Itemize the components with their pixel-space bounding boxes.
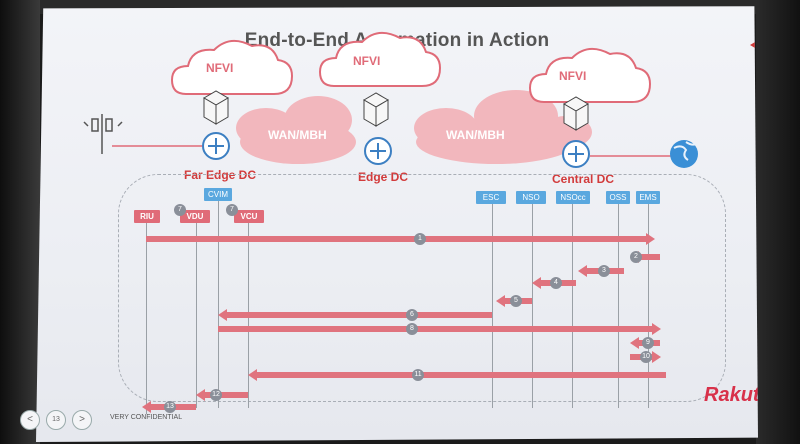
router-right-icon bbox=[562, 140, 590, 168]
vcu-step-badge: 7 bbox=[226, 204, 238, 216]
lifeline-nsoc bbox=[572, 202, 573, 408]
server-cube-right-icon bbox=[563, 96, 589, 131]
sequence-arrow-11: 11 bbox=[248, 369, 666, 381]
network-diagram bbox=[83, 31, 698, 168]
sequence-arrow-5: 5 bbox=[496, 295, 532, 307]
wan-cloud-right-icon bbox=[414, 90, 592, 164]
lifeline-vdu bbox=[196, 218, 197, 408]
nfvi-label-middle: NFVI bbox=[353, 54, 381, 68]
nso-box: NSO bbox=[516, 191, 546, 204]
step-badge-13: 13 bbox=[164, 401, 176, 413]
page-number: 13 bbox=[46, 410, 66, 430]
rakuten-logo: Rakuten bbox=[704, 384, 783, 406]
sequence-arrow-6: 6 bbox=[218, 309, 492, 321]
sequence-arrow-9: 9 bbox=[630, 337, 660, 349]
step-badge-8: 8 bbox=[406, 323, 418, 335]
step-badge-1: 1 bbox=[414, 233, 426, 245]
lifeline-nso bbox=[532, 202, 533, 408]
globe-icon bbox=[670, 140, 698, 168]
nfvi-cloud-left-icon bbox=[170, 39, 294, 95]
sequence-arrow-12: 12 bbox=[196, 389, 248, 401]
step-badge-6: 6 bbox=[406, 309, 418, 321]
sequence-arrow-1: 1 bbox=[146, 233, 656, 245]
step-badge-10: 10 bbox=[640, 351, 652, 363]
dc-label-central: Central DC bbox=[552, 172, 615, 186]
server-cube-middle-icon bbox=[363, 92, 389, 127]
step-badge-2: 2 bbox=[630, 251, 642, 263]
vdu-step-badge: 7 bbox=[174, 204, 186, 216]
nfvi-cloud-right-icon bbox=[528, 47, 652, 103]
sequence-arrow-13: 13 bbox=[142, 401, 196, 413]
confidential-footer: VERY CONFIDENTIAL bbox=[110, 414, 183, 421]
dc-label-edge: Edge DC bbox=[358, 170, 409, 184]
oss-box: OSS bbox=[606, 191, 630, 204]
step-badge-4: 4 bbox=[550, 277, 562, 289]
lifeline-cvim bbox=[218, 200, 219, 408]
nsoc-box: NSOcc bbox=[556, 191, 590, 204]
cvim-box: CVIM bbox=[204, 188, 232, 201]
prev-slide-button[interactable]: < bbox=[20, 410, 40, 430]
nfvi-label-right: NFVI bbox=[559, 69, 587, 83]
nfvi-cloud-middle-icon bbox=[318, 31, 442, 87]
server-cube-left-icon bbox=[203, 90, 229, 125]
lifeline-ems bbox=[648, 202, 649, 408]
esc-box: ESC bbox=[476, 191, 506, 204]
step-badge-3: 3 bbox=[598, 265, 610, 277]
step-badge-11: 11 bbox=[412, 369, 424, 381]
dc-label-far-edge: Far Edge DC bbox=[184, 168, 257, 182]
antenna-icon bbox=[83, 114, 123, 154]
router-middle-icon bbox=[364, 137, 392, 165]
projected-slide: End-to-End Automation in Action bbox=[36, 6, 758, 442]
room-wall-left bbox=[0, 0, 40, 444]
automation-boundary bbox=[118, 174, 726, 402]
lifeline-riu bbox=[146, 218, 147, 414]
vdu-box: VDU bbox=[180, 210, 210, 223]
step-badge-9: 9 bbox=[642, 337, 654, 349]
ems-box: EMS bbox=[636, 191, 660, 204]
sequence-arrow-4: 4 bbox=[532, 277, 576, 289]
lifeline-esc bbox=[492, 202, 493, 408]
room-wall-right bbox=[756, 0, 800, 444]
sequence-arrow-10: 10 bbox=[630, 351, 662, 363]
step-badge-5: 5 bbox=[510, 295, 522, 307]
sequence-arrow-3: 3 bbox=[578, 265, 624, 277]
lifeline-oss bbox=[618, 202, 619, 408]
next-slide-button[interactable]: > bbox=[72, 410, 92, 430]
back-arrow-icon[interactable] bbox=[750, 38, 758, 52]
riu-box: RIU bbox=[134, 210, 160, 223]
sequence-arrow-8: 8 bbox=[218, 323, 662, 335]
nfvi-label-left: NFVI bbox=[206, 61, 234, 75]
sequence-arrow-2: 2 bbox=[630, 251, 660, 263]
router-left-icon bbox=[202, 132, 230, 160]
step-badge-12: 12 bbox=[210, 389, 222, 401]
wan-cloud-left-icon bbox=[236, 96, 356, 164]
vcu-box: VCU bbox=[234, 210, 264, 223]
wan-label-right: WAN/MBH bbox=[446, 128, 505, 142]
wan-label-left: WAN/MBH bbox=[268, 128, 327, 142]
